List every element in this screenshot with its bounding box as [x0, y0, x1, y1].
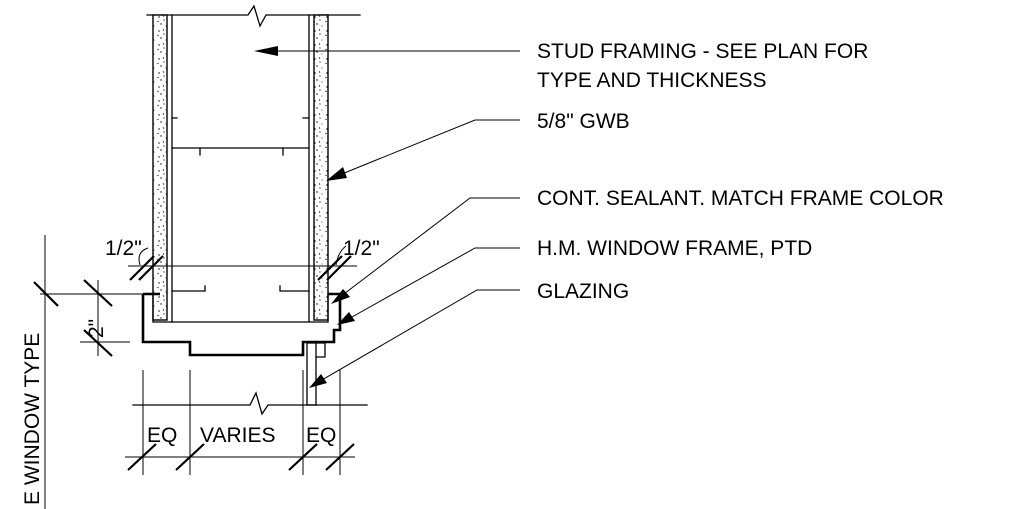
dim-eq-left: EQ	[147, 424, 177, 447]
dim-right-half-inch: 1/2"	[343, 237, 380, 260]
dim-head-height: 2"	[85, 319, 108, 338]
top-break-line	[146, 4, 361, 28]
bottom-break-line	[132, 391, 368, 416]
dim-varies: VARIES	[200, 424, 275, 447]
window-frame	[141, 292, 342, 357]
dimension-lines	[40, 235, 357, 509]
gwb-left-layer	[152, 14, 168, 321]
dim-eq-right: EQ	[306, 424, 336, 447]
callout-stud-framing-line1: STUD FRAMING - SEE PLAN FOR	[537, 40, 868, 63]
dim-left-half-inch: 1/2"	[105, 237, 142, 260]
left-half-inch-leader	[138, 247, 149, 266]
dimension-ticks	[33, 255, 355, 471]
callout-window-frame: H.M. WINDOW FRAME, PTD	[537, 237, 812, 260]
callout-stud-framing-line2: TYPE AND THICKNESS	[537, 69, 767, 92]
glazing	[306, 342, 326, 406]
callout-sealant: CONT. SEALANT. MATCH FRAME COLOR	[537, 187, 944, 210]
right-half-inch-leader	[335, 245, 347, 266]
callout-gwb: 5/8" GWB	[537, 110, 630, 133]
gwb-right-layer	[313, 14, 329, 321]
callout-glazing: GLAZING	[537, 280, 629, 303]
callout-leaders	[254, 46, 520, 388]
vertical-window-type-note: E WINDOW TYPE	[21, 333, 44, 505]
stud-framing	[171, 14, 310, 323]
